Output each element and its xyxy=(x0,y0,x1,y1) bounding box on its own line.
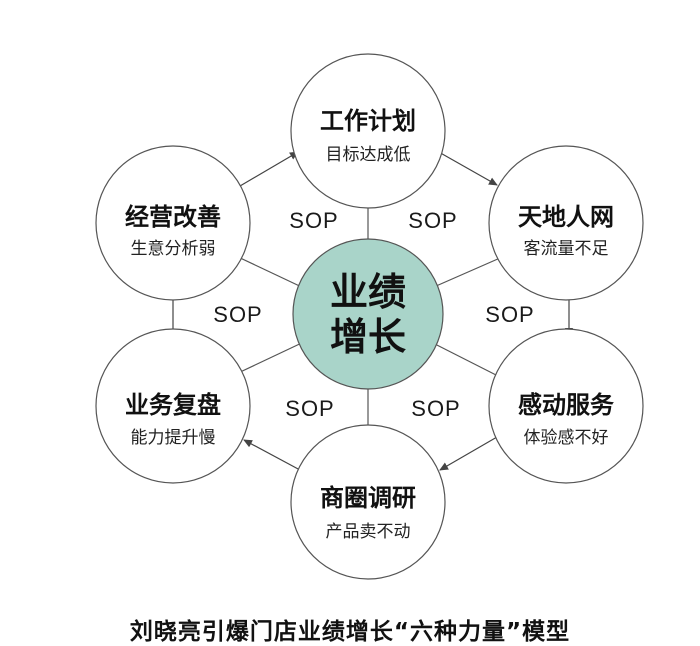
diagram-caption: 刘晓亮引爆门店业绩增长“六种力量”模型 xyxy=(129,619,571,645)
sop-label-right: SOP xyxy=(485,302,534,327)
node-review-title: 业务复盘 xyxy=(125,391,221,419)
node-service-subtitle: 体验感不好 xyxy=(524,428,609,448)
node-survey-title: 商圈调研 xyxy=(320,484,416,512)
spoke-service xyxy=(426,339,499,377)
node-network: 天地人网 客流量不足 xyxy=(488,145,644,301)
sop-label-left: SOP xyxy=(213,302,262,327)
node-improve-title: 经营改善 xyxy=(125,203,221,231)
node-service-title: 感动服务 xyxy=(518,391,615,419)
node-plan-title: 工作计划 xyxy=(320,107,416,135)
node-plan-circle xyxy=(290,53,446,209)
sop-label-upper-left: SOP xyxy=(289,208,338,233)
sop-label-upper-right: SOP xyxy=(408,208,457,233)
spoke-network xyxy=(426,257,501,291)
node-network-subtitle: 客流量不足 xyxy=(524,239,609,259)
node-service: 感动服务 体验感不好 xyxy=(488,328,644,484)
sop-label-lower-left: SOP xyxy=(285,396,334,421)
node-improve-circle xyxy=(95,145,251,301)
sop-labels: SOP SOP SOP SOP SOP SOP xyxy=(213,208,534,421)
arrow-service-to-survey xyxy=(439,436,498,471)
center-line-2: 增长 xyxy=(330,315,406,359)
node-survey: 商圈调研 产品卖不动 xyxy=(290,424,446,580)
node-network-circle xyxy=(488,145,644,301)
sop-label-lower-right: SOP xyxy=(411,396,460,421)
node-review-subtitle: 能力提升慢 xyxy=(131,427,216,448)
node-network-title: 天地人网 xyxy=(518,203,614,231)
node-plan-subtitle: 目标达成低 xyxy=(326,145,411,165)
center-node: 业绩 增长 xyxy=(292,238,444,390)
node-survey-circle xyxy=(290,424,446,580)
node-improve-subtitle: 生意分析弱 xyxy=(131,239,216,259)
node-plan: 工作计划 目标达成低 xyxy=(290,53,446,209)
arrow-improve-to-plan xyxy=(239,151,299,187)
node-service-circle xyxy=(488,328,644,484)
arrow-survey-to-review xyxy=(243,439,301,471)
spoke-review xyxy=(235,339,309,375)
node-survey-subtitle: 产品卖不动 xyxy=(326,522,411,542)
center-circle xyxy=(292,238,444,390)
center-line-1: 业绩 xyxy=(330,270,406,314)
node-review: 业务复盘 能力提升慢 xyxy=(95,328,251,484)
node-improve: 经营改善 生意分析弱 xyxy=(95,145,251,301)
spoke-improve xyxy=(235,255,309,291)
arrow-plan-to-network xyxy=(436,150,498,186)
node-review-circle xyxy=(95,328,251,484)
